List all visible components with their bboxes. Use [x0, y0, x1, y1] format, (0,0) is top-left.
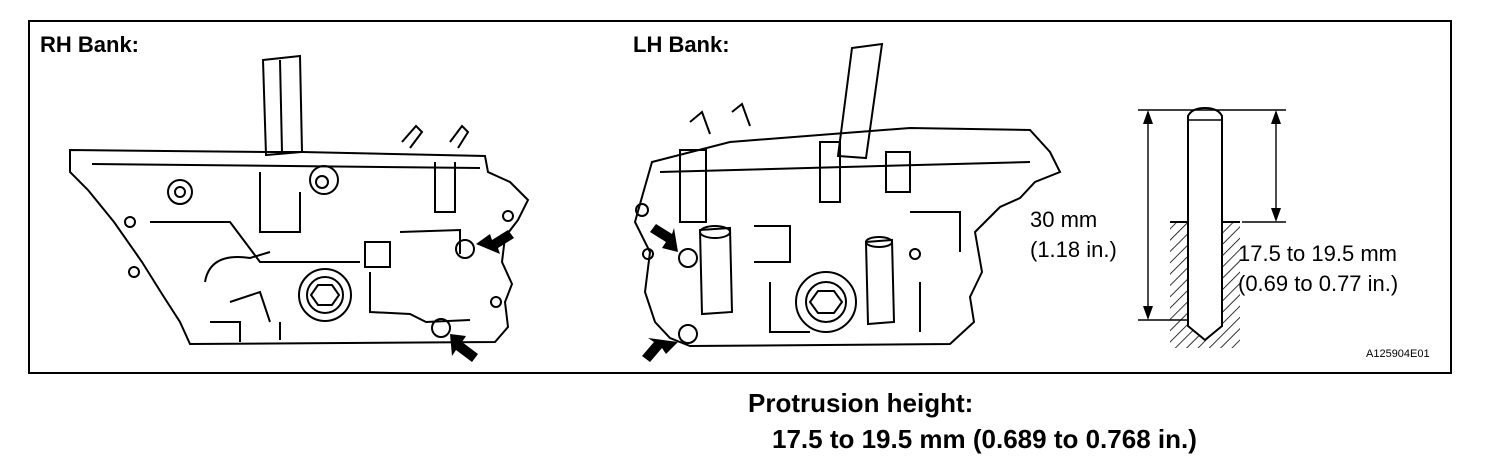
lh-cylinder-head-drawing [633, 42, 1062, 362]
rh-bank-label: RH Bank: [40, 32, 140, 57]
rh-cylinder-head-drawing [69, 54, 530, 362]
dim-30mm-inch-label: (1.18 in.) [1030, 237, 1117, 262]
diagram-frame: RH Bank: LH Bank: [28, 20, 1452, 374]
dim-protrusion-inch-label: (0.69 to 0.77 in.) [1238, 271, 1399, 296]
dowel-pin-detail [1138, 106, 1286, 348]
figure-code: A125904E01 [1366, 348, 1430, 360]
caption-value: 17.5 to 19.5 mm (0.689 to 0.768 in.) [772, 424, 1197, 454]
caption-title: Protrusion height: [748, 388, 974, 418]
lh-bank-label: LH Bank: [633, 32, 730, 57]
dim-protrusion-mm-label: 17.5 to 19.5 mm [1238, 241, 1397, 266]
dim-30mm-label: 30 mm [1030, 207, 1098, 232]
